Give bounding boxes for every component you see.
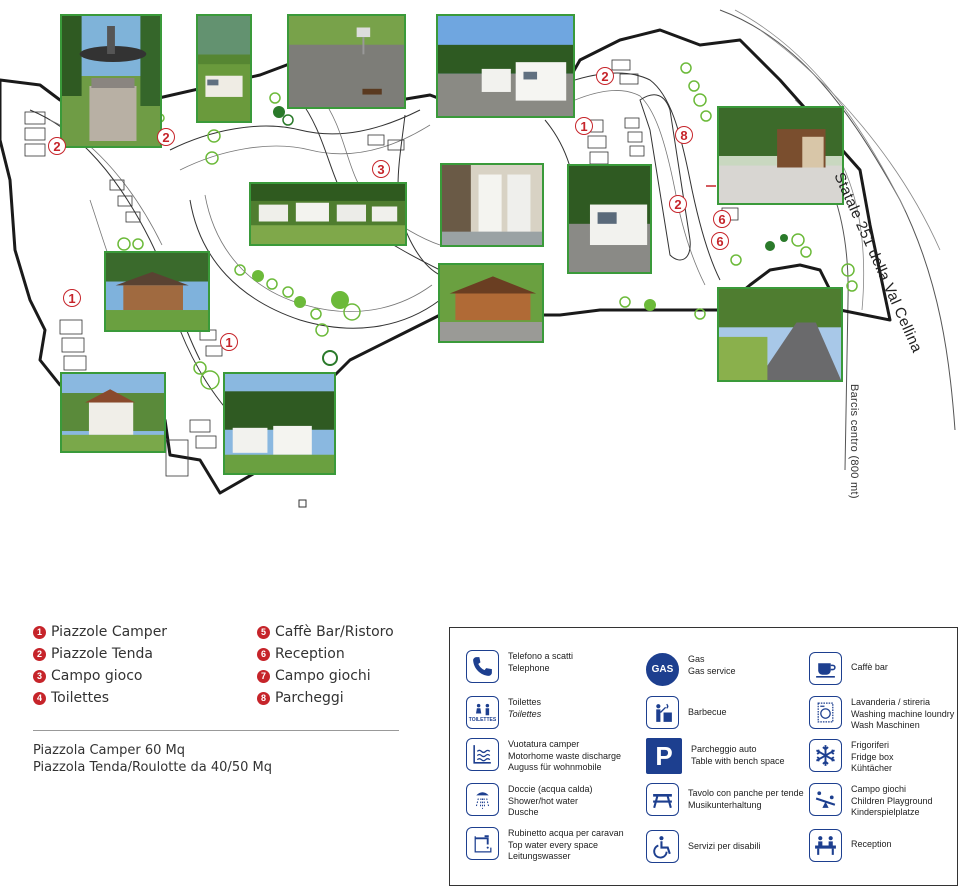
water-tap-icon bbox=[466, 827, 499, 860]
map-badge-tenda: 2 bbox=[669, 195, 687, 213]
coffee-cup-icon bbox=[809, 652, 842, 685]
telephone-icon bbox=[466, 650, 499, 683]
photo-chapel bbox=[60, 372, 166, 453]
picnic-table-icon bbox=[646, 783, 679, 816]
photo-motorhome-pitches bbox=[223, 372, 336, 475]
size-tenda: Piazzola Tenda/Roulotte da 40/50 Mq bbox=[33, 760, 272, 775]
photo-barbecue-hut bbox=[60, 14, 162, 148]
photo-motorhomes bbox=[436, 14, 575, 118]
photo-entrance-road bbox=[717, 287, 843, 382]
path bbox=[179, 124, 431, 171]
toilets-icon: TOILETTES bbox=[466, 696, 499, 729]
map-badge-camper: 1 bbox=[575, 117, 593, 135]
photo-caravan bbox=[196, 14, 252, 123]
parking-icon: P bbox=[646, 738, 682, 774]
snowflake-icon bbox=[809, 739, 842, 772]
photo-playground bbox=[287, 14, 406, 109]
service-caffe: Caffè bar bbox=[809, 652, 888, 685]
photo-washbasins bbox=[440, 163, 544, 247]
pitches bbox=[24, 59, 739, 477]
map-badge-reception: 6 bbox=[711, 232, 729, 250]
waste-discharge-icon bbox=[466, 738, 499, 771]
path bbox=[189, 199, 441, 329]
road-label-barcis: Barcis centro (800 mt) bbox=[848, 384, 860, 499]
photo-cafe-building bbox=[104, 251, 210, 332]
campsite-map: 2 2 1 3 2 1 8 2 6 6 1 Statale 251 della … bbox=[0, 9, 956, 508]
photo-motorhome-parking bbox=[567, 164, 652, 274]
photo-reception bbox=[717, 106, 844, 205]
small-marker bbox=[298, 499, 307, 508]
washing-machine-icon bbox=[809, 696, 842, 729]
barbecue-icon bbox=[646, 696, 679, 729]
map-badge-tenda: 2 bbox=[48, 137, 66, 155]
shower-icon bbox=[466, 783, 499, 816]
map-badge-tenda: 2 bbox=[596, 67, 614, 85]
path bbox=[559, 72, 721, 281]
service-reception: Reception bbox=[809, 829, 892, 862]
reception-desk-icon bbox=[809, 829, 842, 862]
legend-divider bbox=[33, 730, 399, 731]
wheelchair-icon bbox=[646, 830, 679, 863]
gas-icon: GAS bbox=[646, 653, 679, 686]
map-badge-camper: 1 bbox=[63, 289, 81, 307]
size-camper: Piazzola Camper 60 Mq bbox=[33, 743, 186, 758]
map-badge-parcheggi: 8 bbox=[675, 126, 693, 144]
parking-island bbox=[639, 94, 691, 261]
road-edge bbox=[759, 29, 941, 251]
service-barbecue: Barbecue bbox=[646, 696, 727, 729]
map-badge-tenda: 2 bbox=[157, 128, 175, 146]
seesaw-icon bbox=[809, 783, 842, 816]
photo-toilettes-building bbox=[438, 263, 544, 343]
photo-caravan-row bbox=[249, 182, 407, 246]
service-disabili: Servizi per disabili bbox=[646, 830, 761, 863]
map-badge-reception: 6 bbox=[713, 210, 731, 228]
map-badge-campo-gioco: 3 bbox=[372, 160, 390, 178]
path bbox=[169, 109, 421, 151]
map-badge-camper: 1 bbox=[220, 333, 238, 351]
